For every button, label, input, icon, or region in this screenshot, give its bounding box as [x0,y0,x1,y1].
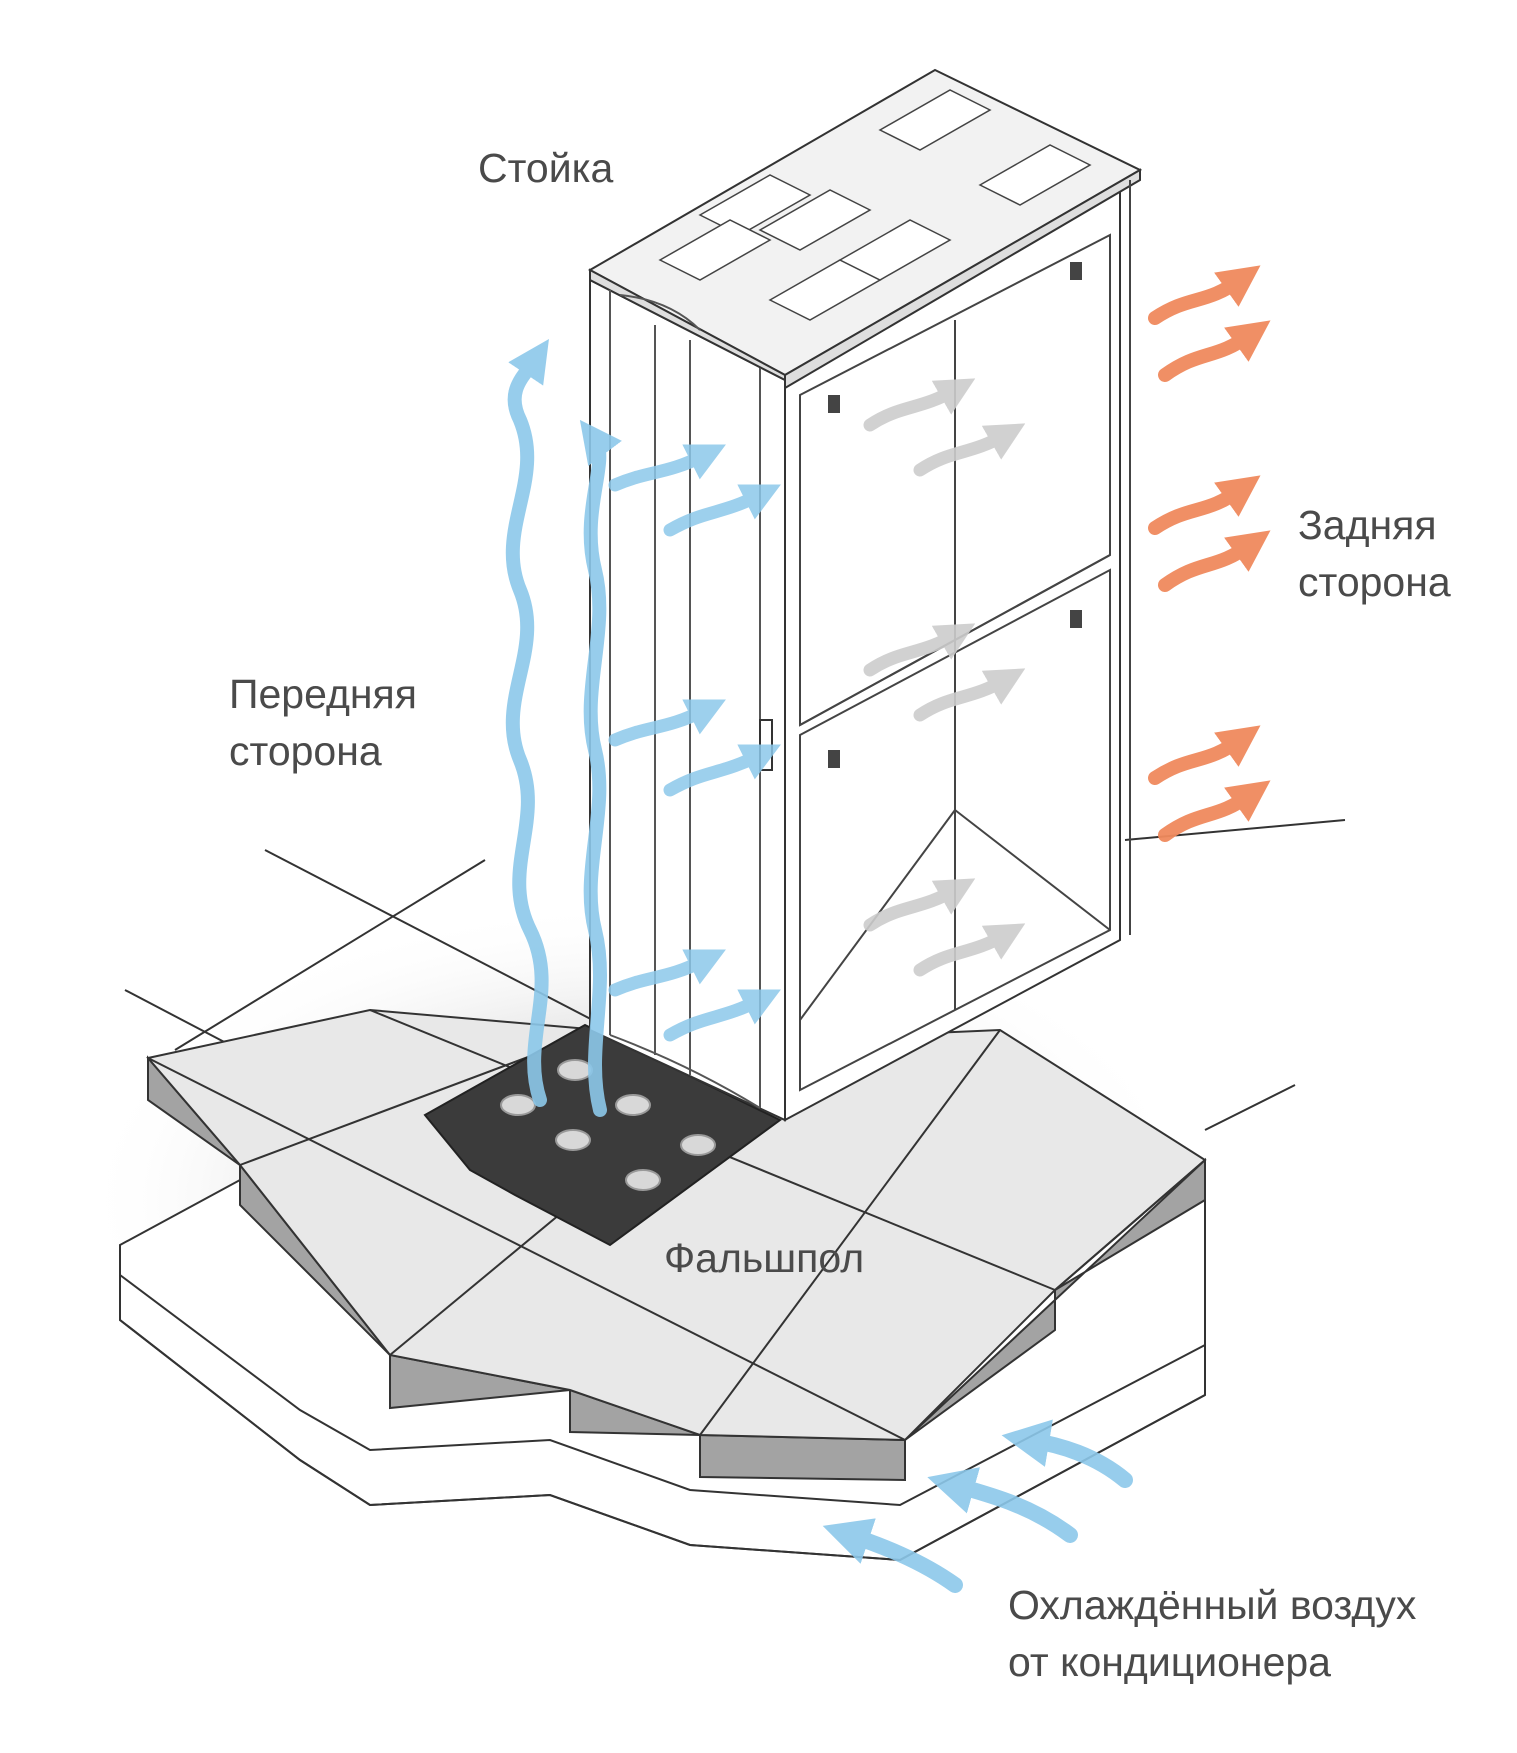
cooled-air-label-line-2: от кондиционера [1008,1639,1331,1685]
vent-hole [680,1134,716,1156]
cooled-air-supply [822,1419,1133,1593]
front-side-label: Передняя сторона [229,666,417,780]
raised-floor-label-text: Фальшпол [664,1235,865,1281]
back-side-label-line-2: сторона [1298,559,1451,605]
perforated-floor-tile [423,1023,782,1247]
server-rack [587,68,1143,1122]
hot-air-exhaust [1148,265,1271,842]
front-side-label-line-1: Передняя [229,671,417,717]
vent-hole [555,1129,591,1151]
back-side-label: Задняя сторона [1298,497,1451,611]
front-side-label-line-2: сторона [229,728,382,774]
vent-hole [615,1094,651,1116]
raised-floor-label: Фальшпол [664,1230,864,1287]
back-side-label-line-1: Задняя [1298,502,1437,548]
cold-air-into-rack [608,444,781,1042]
door-handle [759,719,773,771]
cooled-air-label-line-1: Охлаждённый воздух [1008,1582,1417,1628]
cooled-air-label: Охлаждённый воздух от кондиционера [1008,1577,1416,1691]
internal-air-flow [863,378,1026,977]
rack-label-text: Стойка [478,145,614,191]
cold-air-front-stream [505,339,622,1117]
rack-label: Стойка [478,140,613,197]
vent-hole [500,1094,536,1116]
vent-hole [625,1169,661,1191]
vent-hole [557,1059,593,1081]
